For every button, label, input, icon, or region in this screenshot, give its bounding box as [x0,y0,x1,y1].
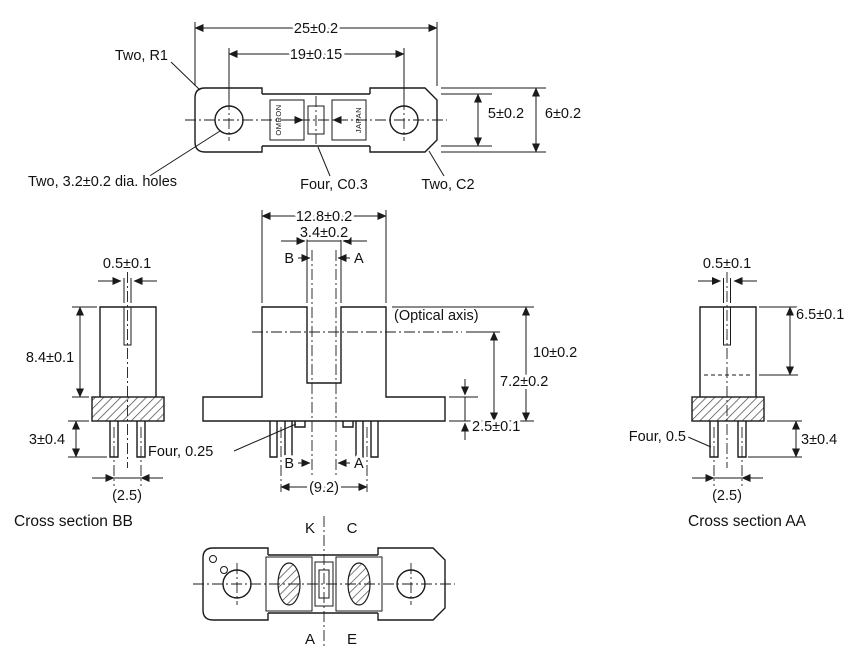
label-optical-axis: (Optical axis) [394,308,479,324]
bottom-view-outline [193,516,455,646]
front-view-outline [202,250,462,492]
front-view-dimensions: 12.8±0.2 3.4±0.2 B A B A (Optical axis) … [145,206,580,499]
cross-section-bb-view: 0.5±0.1 8.4±0.1 3±0.4 (2.5) Cross sectio… [11,253,165,533]
bottom-view-pins: K C A E [302,517,361,647]
aa-flange-section [691,396,765,422]
top-view-outline: OMRON JAPAN [185,87,447,153]
dim-hole-pitch: 19±0.15 [290,47,342,63]
top-view-dimensions: 25±0.2 19±0.15 5±0.2 6±0.2 Two, R1 Two, … [25,18,584,196]
dim-flange-height: 2.5±0.1 [472,419,520,435]
dim-axis-height: 7.2±0.2 [500,374,548,390]
pin-k-label: K [305,520,315,537]
dim-total-height: 10±0.2 [533,345,577,361]
brand-text: OMRON [274,104,283,135]
aa-caption: Cross section AA [688,513,807,530]
dim-lead-span: (9.2) [309,480,339,496]
bb-dimensions: 0.5±0.1 8.4±0.1 3±0.4 (2.5) Cross sectio… [11,253,163,533]
aa-dim-slit: 0.5±0.1 [703,256,751,272]
label-corner-radius: Two, R1 [115,48,168,64]
bb-dim-body-height: 8.4±0.1 [26,350,74,366]
aa-outline [691,272,765,486]
pin-c-label: C [347,520,358,537]
label-chamfer-small: Four, C0.3 [300,177,368,193]
origin-text: JAPAN [354,107,363,133]
bb-dim-lead-pitch: (2.5) [112,488,142,504]
label-holes: Two, 3.2±0.2 dia. holes [28,174,177,190]
index-dot-1 [209,555,217,563]
cross-section-aa-view: 0.5±0.1 6.5±0.1 Four, 0.5 3±0.4 (2.5) Cr… [626,253,848,533]
front-view: 12.8±0.2 3.4±0.2 B A B A (Optical axis) … [145,206,580,499]
pin-e-label: E [347,631,357,647]
aa-dimensions: 0.5±0.1 6.5±0.1 Four, 0.5 3±0.4 (2.5) Cr… [626,253,848,533]
label-chamfer-large: Two, C2 [421,177,474,193]
index-dot-2 [220,566,228,574]
front-view-leads [269,421,379,458]
bb-dim-lead-length: 3±0.4 [29,432,65,448]
bb-flange-section [91,396,165,422]
bb-dim-slit: 0.5±0.1 [103,256,151,272]
top-view: OMRON JAPAN 25±0.2 19±0.15 5±0.2 6±0.2 T… [25,18,584,196]
dim-head-width: 12.8±0.2 [296,209,352,225]
dim-overall-height: 6±0.2 [545,106,581,122]
dim-body-height: 5±0.2 [488,106,524,122]
aa-leads [709,421,747,458]
aa-dim-lead-pitch: (2.5) [712,488,742,504]
dim-slot-width: 3.4±0.2 [300,225,348,241]
section-a-marker-bottom: A [354,456,364,472]
bottom-view: K C A E [193,516,455,647]
aa-dim-axis-depth: 6.5±0.1 [796,307,844,323]
label-notches: Four, 0.25 [148,444,213,460]
pin-a-label: A [305,631,315,647]
bb-outline [91,272,165,486]
bb-caption: Cross section BB [14,513,133,530]
aa-dim-lead-length: 3±0.4 [801,432,837,448]
aa-label-leads: Four, 0.5 [629,429,686,445]
section-b-marker-bottom: B [284,456,294,472]
section-a-marker-top: A [354,251,364,267]
dim-overall-width: 25±0.2 [294,21,338,37]
section-b-marker-top: B [284,251,294,267]
